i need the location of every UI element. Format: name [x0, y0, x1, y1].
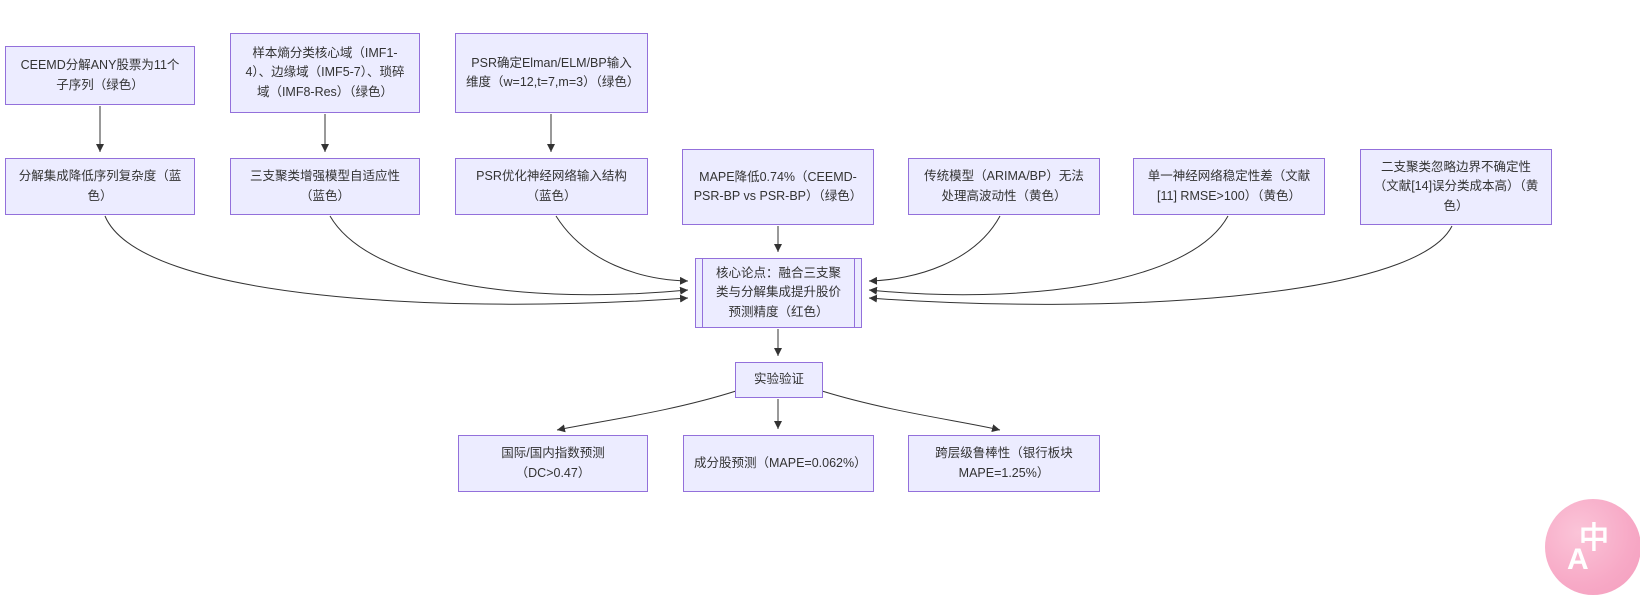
arrow-n4-core — [104, 215, 689, 305]
node-three-way-clustering-adaptivity: 三支聚类增强模型自适应性（蓝色） — [230, 158, 420, 215]
node-label: 分解集成降低序列复杂度（蓝色） — [18, 169, 182, 203]
node-sample-entropy-domains: 样本熵分类核心域（IMF1-4）、边缘域（IMF5-7）、琐碎域（IMF8-Re… — [230, 33, 420, 113]
node-label: 实验验证 — [753, 372, 804, 387]
arrow-exp-r1 — [556, 390, 737, 433]
node-label: 三支聚类增强模型自适应性（蓝色） — [249, 169, 400, 203]
node-label: 核心论点：融合三支聚类与分解集成提升股价预测精度（红色） — [715, 265, 841, 319]
node-label: 国际/国内指数预测（DC>0.47） — [501, 446, 605, 480]
arrow-n10-core — [868, 225, 1453, 305]
node-experimental-validation: 实验验证 — [735, 362, 823, 398]
node-two-way-clustering-limitation: 二支聚类忽略边界不确定性（文献[14]误分类成本高）（黄色） — [1360, 149, 1552, 225]
arrow-n9-core — [868, 215, 1229, 296]
node-label: 单一神经网络稳定性差（文献[11] RMSE>100）（黄色） — [1147, 169, 1311, 203]
arrow-n5-core — [329, 215, 689, 296]
node-label: 传统模型（ARIMA/BP）无法处理高波动性（黄色） — [924, 169, 1084, 203]
node-traditional-model-limitation: 传统模型（ARIMA/BP）无法处理高波动性（黄色） — [908, 158, 1100, 215]
node-psr-input-dimension: PSR确定Elman/ELM/BP输入维度（w=12,t=7,m=3）（绿色） — [455, 33, 648, 113]
translate-icon-en-glyph: A — [1567, 543, 1589, 576]
node-mape-reduction: MAPE降低0.74%（CEEMD-PSR-BP vs PSR-BP）（绿色） — [682, 149, 874, 225]
translate-icon[interactable]: 中 A — [1545, 499, 1640, 595]
node-index-prediction: 国际/国内指数预测（DC>0.47） — [458, 435, 648, 492]
arrow-n6-core — [555, 215, 689, 285]
node-label: CEEMD分解ANY股票为11个子序列（绿色） — [20, 58, 180, 92]
node-decomposition-reduces-complexity: 分解集成降低序列复杂度（蓝色） — [5, 158, 195, 215]
node-single-nn-instability: 单一神经网络稳定性差（文献[11] RMSE>100）（黄色） — [1133, 158, 1325, 215]
node-psr-optimizes-input-structure: PSR优化神经网络输入结构（蓝色） — [455, 158, 648, 215]
node-constituent-stock-prediction: 成分股预测（MAPE=0.062%） — [683, 435, 874, 492]
node-ceemd-decompose: CEEMD分解ANY股票为11个子序列（绿色） — [5, 46, 195, 105]
node-label: 样本熵分类核心域（IMF1-4）、边缘域（IMF5-7）、琐碎域（IMF8-Re… — [245, 45, 405, 99]
arrow-n8-core — [868, 215, 1001, 285]
node-label: 跨层级鲁棒性（银行板块 MAPE=1.25%） — [935, 446, 1073, 480]
translate-icon-zh-glyph: 中 — [1579, 522, 1609, 555]
node-label: PSR优化神经网络输入结构（蓝色） — [476, 169, 627, 203]
node-cross-level-robustness: 跨层级鲁棒性（银行板块 MAPE=1.25%） — [908, 435, 1100, 492]
node-label: 二支聚类忽略边界不确定性（文献[14]误分类成本高）（黄色） — [1373, 159, 1539, 213]
flowchart-canvas: CEEMD分解ANY股票为11个子序列（绿色） 样本熵分类核心域（IMF1-4）… — [5, 33, 1640, 595]
node-label: 成分股预测（MAPE=0.062%） — [694, 455, 867, 470]
node-label: PSR确定Elman/ELM/BP输入维度（w=12,t=7,m=3）（绿色） — [466, 55, 640, 89]
node-core-thesis: 核心论点：融合三支聚类与分解集成提升股价预测精度（红色） — [695, 258, 862, 328]
node-label: MAPE降低0.74%（CEEMD-PSR-BP vs PSR-BP）（绿色） — [693, 169, 863, 203]
arrow-exp-r3 — [821, 390, 1001, 433]
